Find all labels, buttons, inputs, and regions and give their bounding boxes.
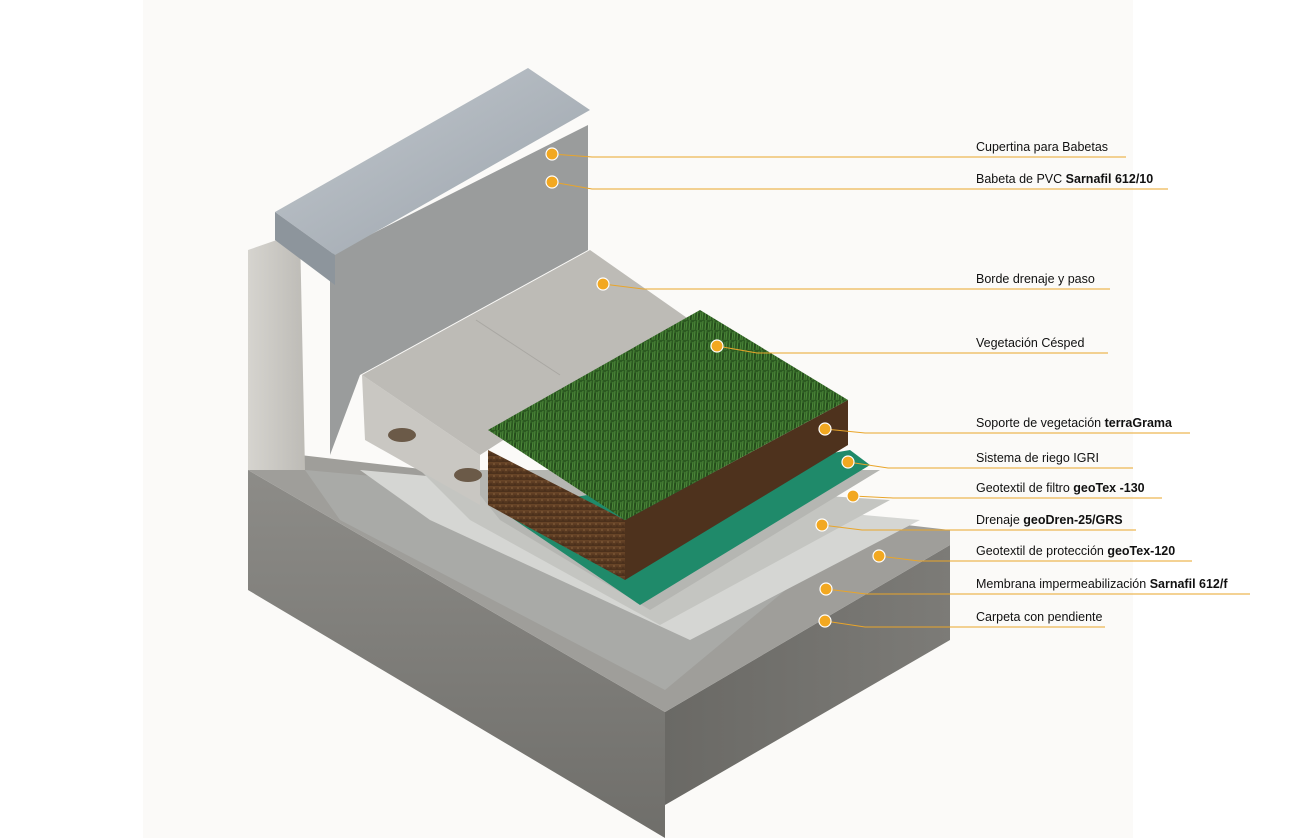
- label-text: Soporte de vegetación: [976, 416, 1105, 430]
- pvc-flashing: [330, 125, 588, 455]
- leader-line-babeta: [551, 181, 1168, 190]
- callout-marker-drenaje: [815, 518, 829, 532]
- callout-marker-soporte: [818, 422, 832, 436]
- pedestal: [388, 428, 416, 442]
- label-drenaje: Drenaje geoDren-25/GRS: [976, 512, 1123, 528]
- leader-line-geotex120: [878, 555, 1192, 562]
- label-text: Vegetación Césped: [976, 336, 1085, 350]
- leader-line-borde: [602, 283, 1110, 290]
- label-text: Borde drenaje y paso: [976, 272, 1095, 286]
- label-carpeta: Carpeta con pendiente: [976, 609, 1102, 625]
- label-soporte: Soporte de vegetación terraGrama: [976, 415, 1172, 431]
- label-product-name: terraGrama: [1104, 416, 1172, 430]
- label-text: Geotextil de filtro: [976, 481, 1074, 495]
- leader-line-cupertina: [551, 153, 1126, 158]
- coping-top: [275, 68, 590, 255]
- callout-marker-geotex130: [846, 489, 860, 503]
- label-borde: Borde drenaje y paso: [976, 271, 1095, 287]
- label-text: Membrana impermeabilización: [976, 577, 1150, 591]
- label-text: Drenaje: [976, 513, 1024, 527]
- grass-layer: [488, 310, 848, 520]
- callout-marker-cupertina: [545, 147, 559, 161]
- callout-marker-geotex120: [872, 549, 886, 563]
- leader-line-riego: [847, 461, 1133, 469]
- label-text: Geotextil de protección: [976, 544, 1108, 558]
- pedestal: [454, 468, 482, 482]
- label-text: Sistema de riego IGRI: [976, 451, 1099, 465]
- leader-line-drenaje: [821, 524, 1136, 531]
- callout-marker-borde: [596, 277, 610, 291]
- soil-right: [625, 400, 848, 580]
- callout-markers: [545, 147, 886, 628]
- label-geotex120: Geotextil de protección geoTex-120: [976, 543, 1175, 559]
- leader-lines: [551, 153, 1250, 628]
- leader-line-carpeta: [824, 620, 1105, 628]
- paving-edge-front: [362, 375, 480, 505]
- label-product-name: Sarnafil 612/10: [1065, 172, 1154, 186]
- label-riego: Sistema de riego IGRI: [976, 450, 1099, 466]
- callout-marker-riego: [841, 455, 855, 469]
- label-geotex130: Geotextil de filtro geoTex -130: [976, 480, 1145, 496]
- label-vegetacion: Vegetación Césped: [976, 335, 1084, 351]
- leader-line-membrana: [825, 588, 1250, 595]
- leader-line-soporte: [824, 428, 1190, 434]
- concrete-slab-right: [665, 545, 950, 805]
- callout-marker-vegetacion: [710, 339, 724, 353]
- callout-marker-babeta: [545, 175, 559, 189]
- label-text: Carpeta con pendiente: [976, 610, 1103, 624]
- label-text: Cupertina para Babetas: [976, 140, 1109, 154]
- soil-front: [488, 450, 625, 580]
- coping-front: [275, 212, 335, 285]
- concrete-slab-front: [248, 470, 665, 838]
- callout-marker-membrana: [819, 582, 833, 596]
- label-product-name: Sarnafil 612/f: [1149, 577, 1228, 591]
- leader-line-geotex130: [852, 495, 1162, 499]
- label-product-name: geoTex -130: [1073, 481, 1145, 495]
- label-product-name: geoTex-120: [1107, 544, 1176, 558]
- callout-marker-carpeta: [818, 614, 832, 628]
- label-cupertina: Cupertina para Babetas: [976, 139, 1108, 155]
- label-babeta: Babeta de PVC Sarnafil 612/10: [976, 171, 1153, 187]
- leader-line-vegetacion: [716, 345, 1108, 354]
- label-text: Babeta de PVC: [976, 172, 1066, 186]
- label-product-name: geoDren-25/GRS: [1023, 513, 1123, 527]
- parapet-wall-front: [248, 232, 305, 470]
- label-membrana: Membrana impermeabilización Sarnafil 612…: [976, 576, 1228, 592]
